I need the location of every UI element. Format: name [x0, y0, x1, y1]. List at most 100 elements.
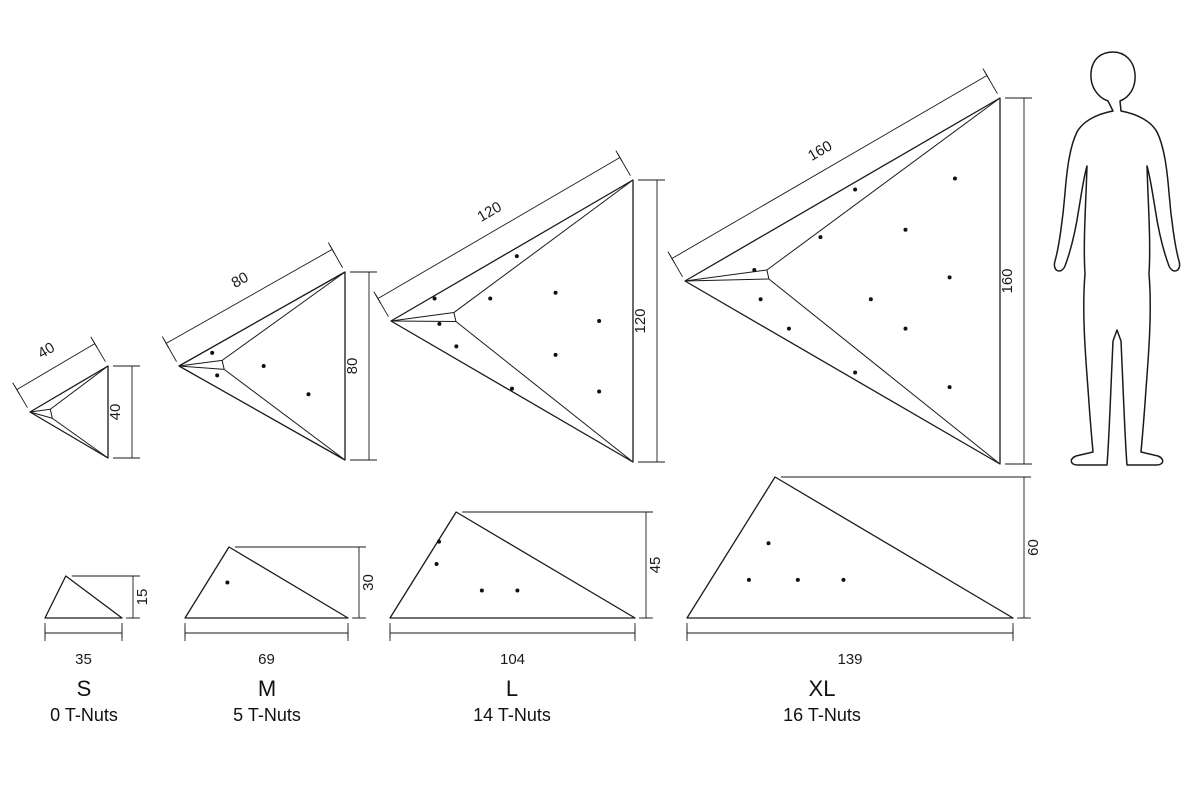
- side-view-S: 35 15: [44, 575, 151, 668]
- edge-line: [766, 97, 1001, 271]
- size-name: L: [505, 676, 519, 701]
- t-nut-dot: [868, 297, 873, 302]
- t-nut-dot: [514, 254, 519, 259]
- dimension: 45: [462, 511, 664, 619]
- t-nut-dot: [758, 297, 763, 302]
- size-name: XL: [808, 676, 836, 701]
- dimension-label: 35: [75, 651, 92, 668]
- side-view-XL: 139 60: [686, 476, 1042, 668]
- edge-line: [178, 359, 223, 367]
- edge-line: [984, 70, 990, 81]
- t-nut-dot: [215, 373, 220, 378]
- t-nut-dot: [306, 392, 311, 397]
- dimension: 120: [632, 179, 665, 463]
- volume-outline: [29, 365, 109, 459]
- dimension: 30: [235, 546, 377, 619]
- edge-line: [669, 253, 675, 264]
- profile-outline: [44, 575, 123, 619]
- dimension-label: 45: [647, 557, 664, 574]
- edge-line: [453, 312, 457, 322]
- t-nut-dot: [454, 344, 459, 349]
- t-nut-dot: [786, 326, 791, 331]
- edge-line: [51, 417, 109, 459]
- dimension: 80: [344, 271, 377, 461]
- edge-line: [377, 157, 621, 299]
- dimension: 15: [71, 575, 151, 619]
- t-nut-dot: [947, 385, 952, 390]
- edge-line: [16, 343, 96, 390]
- dimension: 60: [781, 476, 1042, 619]
- dimension-label: 160: [805, 137, 835, 164]
- t-nut-dot: [766, 541, 771, 546]
- dimension-label: 80: [229, 269, 252, 292]
- t-nut-dot: [432, 296, 437, 301]
- human-silhouette: [1053, 51, 1181, 466]
- t-nut-dot: [553, 290, 558, 295]
- t-nut-dot: [818, 235, 823, 240]
- profile-outline: [389, 511, 636, 619]
- t-nut-dot: [952, 176, 957, 181]
- t-nut-dot: [553, 352, 558, 357]
- t-nut-dot: [752, 268, 757, 273]
- edge-line: [455, 321, 634, 463]
- t-nut-dot: [853, 187, 858, 192]
- size-column-label-m: M 5 T-Nuts: [157, 676, 377, 728]
- dimension: 35: [44, 623, 123, 668]
- dimension-label: 160: [999, 268, 1016, 293]
- dimension-label: 120: [632, 308, 649, 333]
- dimension-label: 69: [258, 651, 275, 668]
- t-nut-dot: [903, 227, 908, 232]
- dimension-label: 30: [360, 574, 377, 591]
- t-nut-dot: [261, 364, 266, 368]
- front-view-L: 120 120: [373, 150, 665, 463]
- t-nut-dot: [947, 275, 952, 280]
- edge-line: [684, 278, 769, 282]
- t-nut-dot: [437, 539, 441, 544]
- dimension-label: 104: [500, 651, 525, 668]
- t-nut-dot: [597, 389, 602, 394]
- edge-line: [223, 368, 346, 461]
- dimension-label: 120: [475, 198, 505, 225]
- t-nut-dot: [210, 350, 215, 355]
- t-nut-dot: [746, 577, 751, 582]
- t-nut-dot: [795, 577, 800, 582]
- t-nut-dot: [853, 370, 858, 375]
- size-name: M: [257, 676, 277, 701]
- dimension-label: 60: [1025, 539, 1042, 556]
- dimension: 104: [389, 623, 636, 668]
- t-nut-dot: [510, 386, 514, 391]
- dimension-label: 139: [837, 651, 862, 668]
- edge-line: [768, 278, 1001, 465]
- edge-line: [178, 365, 225, 370]
- edge-line: [390, 312, 454, 322]
- edge-line: [165, 248, 333, 344]
- dimension: 80: [161, 242, 343, 362]
- edge-line: [91, 339, 98, 349]
- dimension: 139: [686, 623, 1014, 668]
- size-name: S: [76, 676, 92, 701]
- edge-line: [671, 75, 988, 259]
- edge-line: [49, 365, 109, 410]
- dimension-label: 40: [107, 404, 124, 421]
- dimension-label: 15: [134, 589, 151, 606]
- edge-line: [49, 409, 53, 419]
- edge-line: [29, 408, 51, 413]
- t-nut-dot: [434, 561, 439, 566]
- t-nut-dot: [515, 588, 520, 593]
- front-view-M: 80 80: [161, 242, 377, 461]
- edge-line: [163, 338, 170, 348]
- size-column-label-xl: XL 16 T-Nuts: [712, 676, 932, 728]
- dimension: 40: [107, 365, 140, 459]
- volume-outline: [390, 179, 634, 463]
- edge-line: [221, 360, 225, 370]
- edge-line: [453, 179, 634, 313]
- edge-line: [329, 244, 336, 254]
- size-tnut-count: 5 T-Nuts: [233, 705, 301, 725]
- edge-line: [13, 385, 20, 395]
- edge-line: [221, 271, 346, 361]
- size-group-L: 120 120 104 45: [373, 150, 665, 668]
- size-tnut-count: 0 T-Nuts: [50, 705, 118, 725]
